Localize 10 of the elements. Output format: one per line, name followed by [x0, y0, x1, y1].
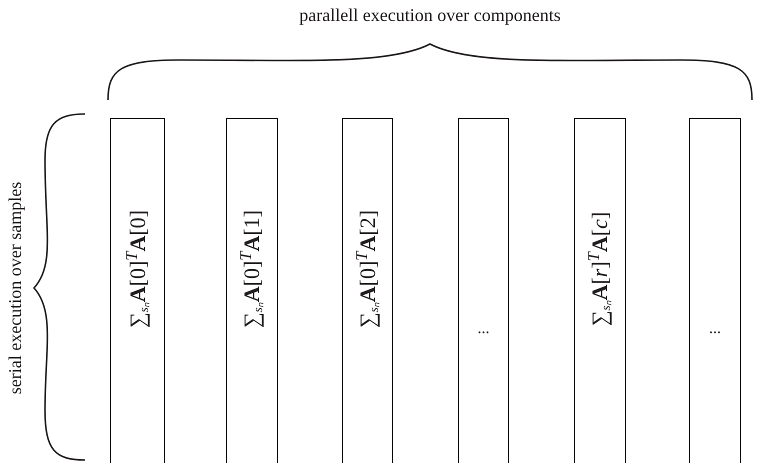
column-box	[226, 118, 278, 463]
ellipsis: ...	[708, 319, 722, 339]
column-box	[574, 118, 626, 463]
column-box	[689, 118, 741, 463]
brace-label: parallell execution over components	[298, 4, 562, 26]
column-box	[458, 118, 509, 463]
column-box	[342, 118, 393, 463]
ellipsis: ...	[476, 319, 490, 339]
column-box	[110, 118, 165, 463]
brace-label: serial execution over samples	[4, 182, 26, 394]
